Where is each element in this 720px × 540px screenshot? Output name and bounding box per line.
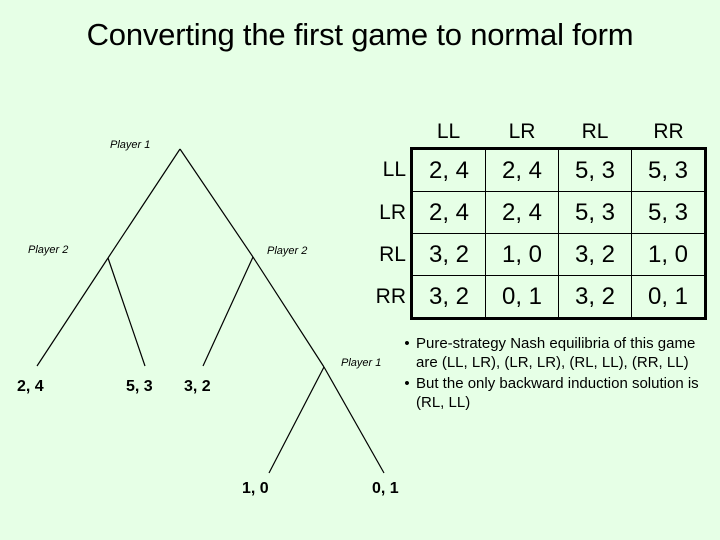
column-header-3: RR: [653, 120, 684, 143]
matrix-cell-1-0: 2, 4: [410, 191, 486, 234]
matrix-cell-1-1: 2, 4: [485, 191, 559, 234]
tree-leaf-payoff: 3, 2: [184, 378, 211, 395]
list-item: • But the only backward induction soluti…: [398, 374, 714, 412]
column-header-1: LR: [508, 120, 536, 143]
table-row: RR 3, 2 0, 1 3, 2 0, 1: [360, 275, 707, 320]
matrix-cell-0-3: 5, 3: [631, 147, 707, 192]
bullet-dot-icon: •: [404, 335, 410, 352]
row-header-1: LR: [379, 200, 406, 224]
row-header-2: RL: [379, 242, 406, 266]
payoff-matrix-head: LL LR RL RR: [360, 116, 706, 149]
tree-node-label-sub-player1: Player 1: [341, 357, 382, 369]
matrix-corner-cell: [360, 116, 412, 149]
table-header-row: LL LR RL RR: [360, 116, 706, 149]
bullet-text: But the only backward induction solution…: [416, 375, 699, 411]
matrix-cell-2-0: 3, 2: [410, 233, 486, 276]
matrix-cell-0-0: 2, 4: [410, 147, 486, 192]
matrix-cell-2-1: 1, 0: [485, 233, 559, 276]
payoff-matrix: LL LR RL RR LL 2, 4 2, 4 5, 3 5, 3 LR 2,…: [360, 116, 707, 320]
payoff-matrix-body: LL 2, 4 2, 4 5, 3 5, 3 LR 2, 4 2, 4 5, 3…: [360, 147, 707, 320]
payoff-matrix-table: LL LR RL RR LL 2, 4 2, 4 5, 3 5, 3 LR 2,…: [360, 116, 707, 320]
tree-leaf-payoff: 0, 1: [372, 480, 399, 497]
matrix-cell-3-2: 3, 2: [558, 275, 632, 320]
bullet-text: Pure-strategy Nash equilibria of this ga…: [416, 335, 696, 371]
bullet-list: • Pure-strategy Nash equilibria of this …: [398, 334, 714, 414]
matrix-cell-3-0: 3, 2: [410, 275, 486, 320]
matrix-cell-3-3: 0, 1: [631, 275, 707, 320]
matrix-cell-0-2: 5, 3: [558, 147, 632, 192]
column-header-0: LL: [436, 120, 461, 143]
tree-node-label-right-player2: Player 2: [267, 245, 308, 257]
matrix-cell-2-3: 1, 0: [631, 233, 707, 276]
row-header-0: LL: [382, 158, 406, 181]
column-header-2: RL: [581, 120, 609, 143]
matrix-cell-3-1: 0, 1: [485, 275, 559, 320]
list-item: • Pure-strategy Nash equilibria of this …: [398, 334, 714, 372]
page-title: Converting the first game to normal form: [86, 17, 634, 52]
matrix-cell-1-3: 5, 3: [631, 191, 707, 234]
matrix-cell-0-1: 2, 4: [485, 147, 559, 192]
table-row: LL 2, 4 2, 4 5, 3 5, 3: [360, 147, 707, 192]
tree-node-label-left-player2: Player 2: [28, 244, 69, 256]
matrix-cell-2-2: 3, 2: [558, 233, 632, 276]
tree-leaf-payoff: 2, 4: [17, 378, 44, 395]
table-row: RL 3, 2 1, 0 3, 2 1, 0: [360, 233, 707, 276]
matrix-cell-1-2: 5, 3: [558, 191, 632, 234]
tree-leaf-payoff: 5, 3: [126, 378, 153, 395]
bullet-dot-icon: •: [404, 375, 410, 392]
tree-leaf-payoff: 1, 0: [242, 480, 269, 497]
tree-node-label-root-player1: Player 1: [110, 139, 151, 151]
table-row: LR 2, 4 2, 4 5, 3 5, 3: [360, 191, 707, 234]
row-header-3: RR: [375, 285, 406, 308]
